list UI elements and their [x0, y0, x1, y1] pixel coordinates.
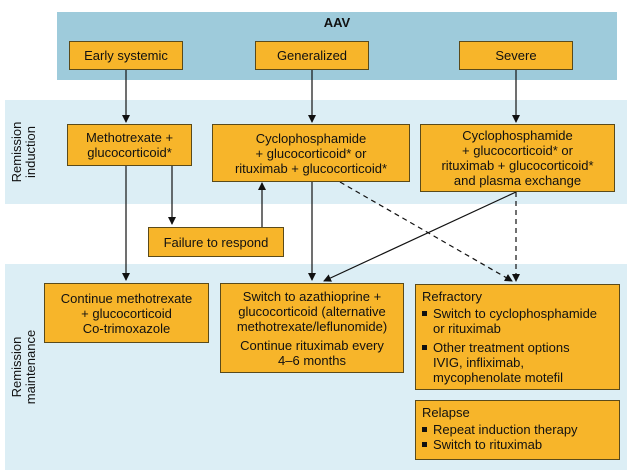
maintenance-early-line: Continue methotrexate: [60, 290, 193, 306]
maintenance-switch-box: Switch to azathioprine + glucocorticoid …: [220, 283, 404, 373]
maintenance-early-line: Co-trimoxazole: [82, 320, 171, 336]
generalized-label: Generalized: [276, 48, 348, 63]
induction-severe-line: Cyclophosphamide: [462, 128, 573, 143]
induction-generalized-box: Cyclophosphamide + glucocorticoid* or ri…: [212, 124, 410, 182]
refractory-item-line: or rituximab: [433, 321, 501, 336]
maintenance-switch-line: Switch to azathioprine +: [242, 288, 382, 304]
refractory-item-line: IVIG, infliximab,: [433, 355, 525, 370]
induction-early-line: glucocorticoid*: [87, 145, 172, 160]
bullet-icon: [422, 311, 427, 316]
arrow-severe-to-switch: [323, 191, 517, 282]
induction-severe-box: Cyclophosphamide + glucocorticoid* or ri…: [420, 124, 615, 192]
induction-generalized-line: Cyclophosphamide: [255, 130, 367, 146]
early-systemic-label: Early systemic: [84, 48, 168, 63]
induction-generalized-line: + glucocorticoid* or: [255, 145, 367, 161]
relapse-item: Repeat induction therapy: [422, 422, 578, 437]
relapse-item: Switch to rituximab: [422, 437, 542, 452]
maintenance-continue-line: 4–6 months: [278, 352, 346, 368]
refractory-item-line: mycophenolate motefil: [433, 370, 564, 385]
induction-early-box: Methotrexate + glucocorticoid*: [67, 124, 192, 166]
bullet-icon: [422, 427, 427, 432]
induction-generalized-line: rituximab + glucocorticoid*: [234, 160, 388, 176]
relapse-item-text: Switch to rituximab: [433, 437, 543, 452]
arrow-cyc-to-refractory: [339, 181, 513, 282]
refractory-item-line: Other treatment options: [433, 340, 570, 355]
induction-severe-line: rituximab + glucocorticoid*: [441, 158, 594, 173]
severe-box: Severe: [459, 41, 573, 70]
maintenance-switch-line: glucocorticoid (alternative: [238, 303, 386, 319]
severe-label: Severe: [495, 48, 537, 63]
induction-severe-line: + glucocorticoid* or: [462, 143, 573, 158]
maintenance-early-box: Continue methotrexate + glucocorticoid C…: [44, 283, 209, 343]
induction-severe-line: and plasma exchange: [453, 173, 582, 188]
diagram-title: AAV: [323, 15, 351, 30]
refractory-item-line: Switch to cyclophosphamide: [433, 306, 598, 321]
refractory-box: Refractory Switch to cyclophosphamide or…: [415, 284, 620, 390]
failure-to-respond-box: Failure to respond: [148, 227, 284, 257]
relapse-title: Relapse: [422, 405, 470, 420]
bullet-icon: [422, 442, 427, 447]
bullet-icon: [422, 345, 427, 350]
maintenance-continue-line: Continue rituximab every: [240, 337, 384, 353]
failure-to-respond-label: Failure to respond: [163, 234, 269, 250]
early-systemic-box: Early systemic: [69, 41, 183, 70]
maintenance-switch-line: methotrexate/leflunomide): [236, 318, 388, 334]
refractory-title: Refractory: [422, 289, 482, 304]
maintenance-early-line: + glucocorticoid: [81, 305, 172, 321]
relapse-item-text: Repeat induction therapy: [433, 422, 578, 437]
refractory-item: Other treatment options IVIG, infliximab…: [422, 340, 570, 385]
induction-early-line: Methotrexate +: [85, 130, 174, 145]
generalized-box: Generalized: [255, 41, 369, 70]
relapse-box: Relapse Repeat induction therapy Switch …: [415, 400, 620, 460]
refractory-item: Switch to cyclophosphamide or rituximab: [422, 306, 597, 336]
